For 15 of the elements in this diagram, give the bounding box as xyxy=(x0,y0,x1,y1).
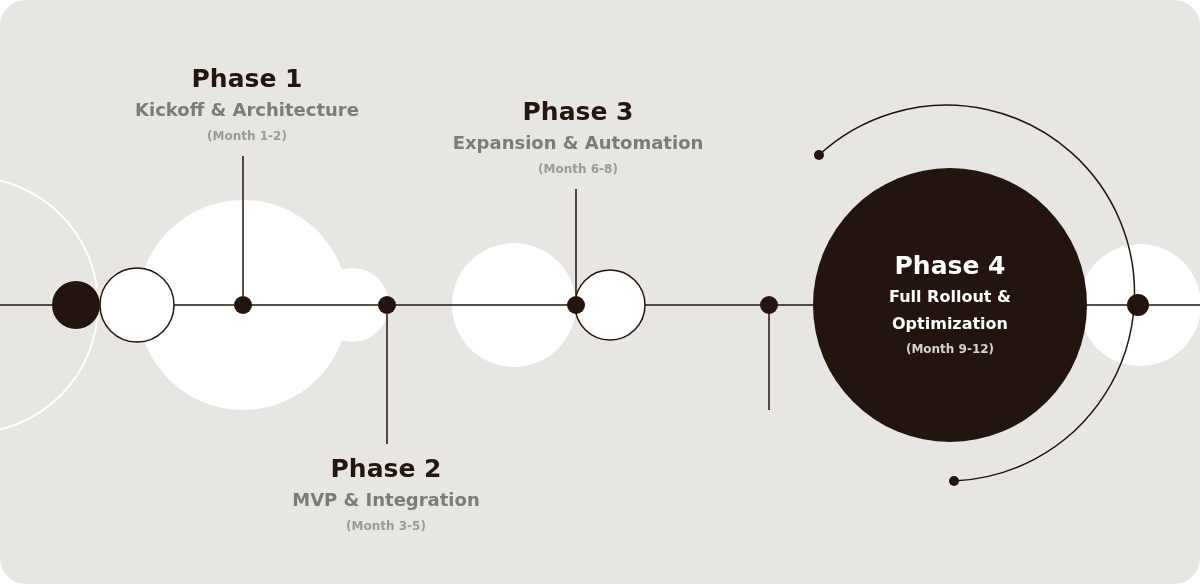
phase-subtitle: Full Rollout & Optimization xyxy=(888,286,1012,335)
leader-line xyxy=(242,155,244,297)
month-range: (Month 9-12) xyxy=(905,341,995,358)
phase-heading: Phase 2 xyxy=(330,453,442,485)
phase-heading: Phase 4 xyxy=(894,250,1006,282)
phase-subtitle: Kickoff & Architecture xyxy=(135,98,359,122)
phase-heading: Phase 3 xyxy=(522,96,634,128)
leader-line xyxy=(386,313,388,445)
month-range: (Month 3-5) xyxy=(346,518,426,535)
phase-heading: Phase 1 xyxy=(191,63,303,95)
month-range: (Month 1-2) xyxy=(207,128,287,145)
phase-subtitle: Expansion & Automation xyxy=(452,131,704,155)
month-range: (Month 6-8) xyxy=(538,161,618,178)
phase-subtitle: MVP & Integration xyxy=(292,488,480,512)
leader-line xyxy=(575,188,577,297)
